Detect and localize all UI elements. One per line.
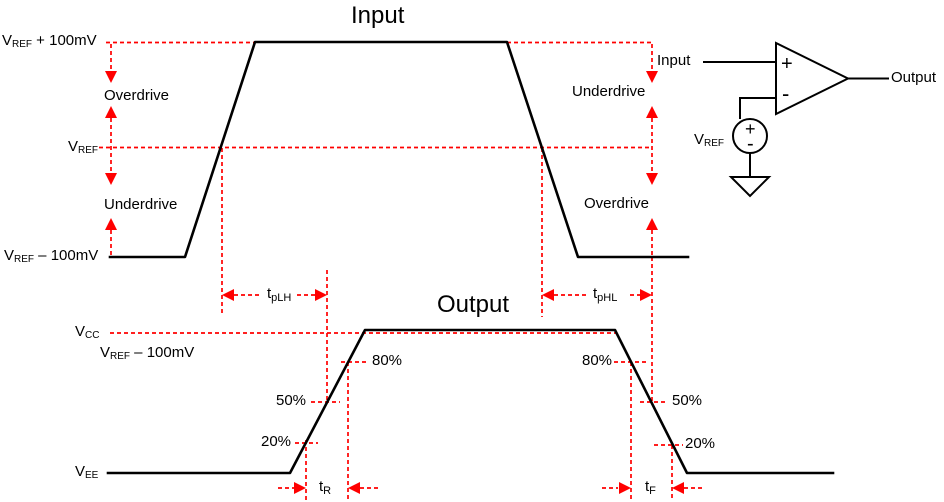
arrow-right-icon (315, 289, 327, 301)
underdrive-right-label: Underdrive (572, 83, 646, 100)
vref-plus-100mv-label: VREF + 100mV (2, 32, 97, 50)
arrow-up-icon (646, 218, 658, 230)
arrow-left-icon (222, 289, 234, 301)
fall-20-percent-label: 20% (685, 435, 716, 452)
output-section-title: Output (437, 291, 510, 318)
fall-80-percent-label: 80% (582, 352, 613, 369)
fall-time-label: tF (645, 478, 656, 497)
arrow-up-icon (105, 218, 117, 230)
vcc-label: VCC (75, 323, 100, 341)
source-plus-icon: + (745, 119, 756, 139)
output-waveform-trace (106, 328, 835, 475)
comparator-triangle-icon (775, 41, 851, 116)
tplh-label: tpLH (267, 285, 292, 304)
arrow-right-icon (640, 289, 652, 301)
overdrive-left-label: Overdrive (104, 87, 170, 104)
underdrive-left-label: Underdrive (104, 196, 178, 213)
noninverting-input-plus-icon: + (781, 53, 793, 75)
rise-time-label: tR (319, 478, 332, 497)
source-minus-icon: - (747, 133, 754, 155)
annotation-lines (99, 41, 702, 500)
arrow-down-icon (646, 173, 658, 185)
arrow-right-icon (294, 482, 306, 494)
tphl-label: tpHL (593, 285, 618, 304)
output-vref-minus-100mv-label: VREF – 100mV (100, 344, 195, 362)
input-section-title: Input (351, 2, 405, 29)
fall-50-percent-label: 50% (672, 392, 703, 409)
circuit-input-label: Input (657, 52, 691, 69)
arrow-right-icon (619, 482, 631, 494)
vref-label: VREF (68, 138, 99, 156)
overdrive-right-label: Overdrive (584, 195, 650, 212)
rise-80-percent-label: 80% (372, 352, 403, 369)
arrow-up-icon (105, 106, 117, 118)
inverting-input-wire (739, 97, 776, 119)
arrow-left-icon (542, 289, 554, 301)
arrow-left-icon (672, 482, 684, 494)
arrow-down-icon (105, 71, 117, 83)
comparator-circuit (703, 41, 889, 198)
circuit-output-label: Output (891, 69, 937, 86)
rise-50-percent-label: 50% (276, 392, 307, 409)
circuit-vref-label: VREF (694, 131, 725, 149)
arrow-down-icon (105, 173, 117, 185)
rise-20-percent-label: 20% (261, 433, 292, 450)
vee-label: VEE (75, 463, 99, 481)
inverting-input-minus-icon: - (782, 81, 790, 106)
arrow-up-icon (646, 106, 658, 118)
vref-minus-100mv-label: VREF – 100mV (4, 247, 99, 265)
ground-icon (728, 176, 772, 198)
arrow-down-icon (646, 71, 658, 83)
input-waveform-trace (108, 40, 690, 259)
arrow-left-icon (348, 482, 360, 494)
